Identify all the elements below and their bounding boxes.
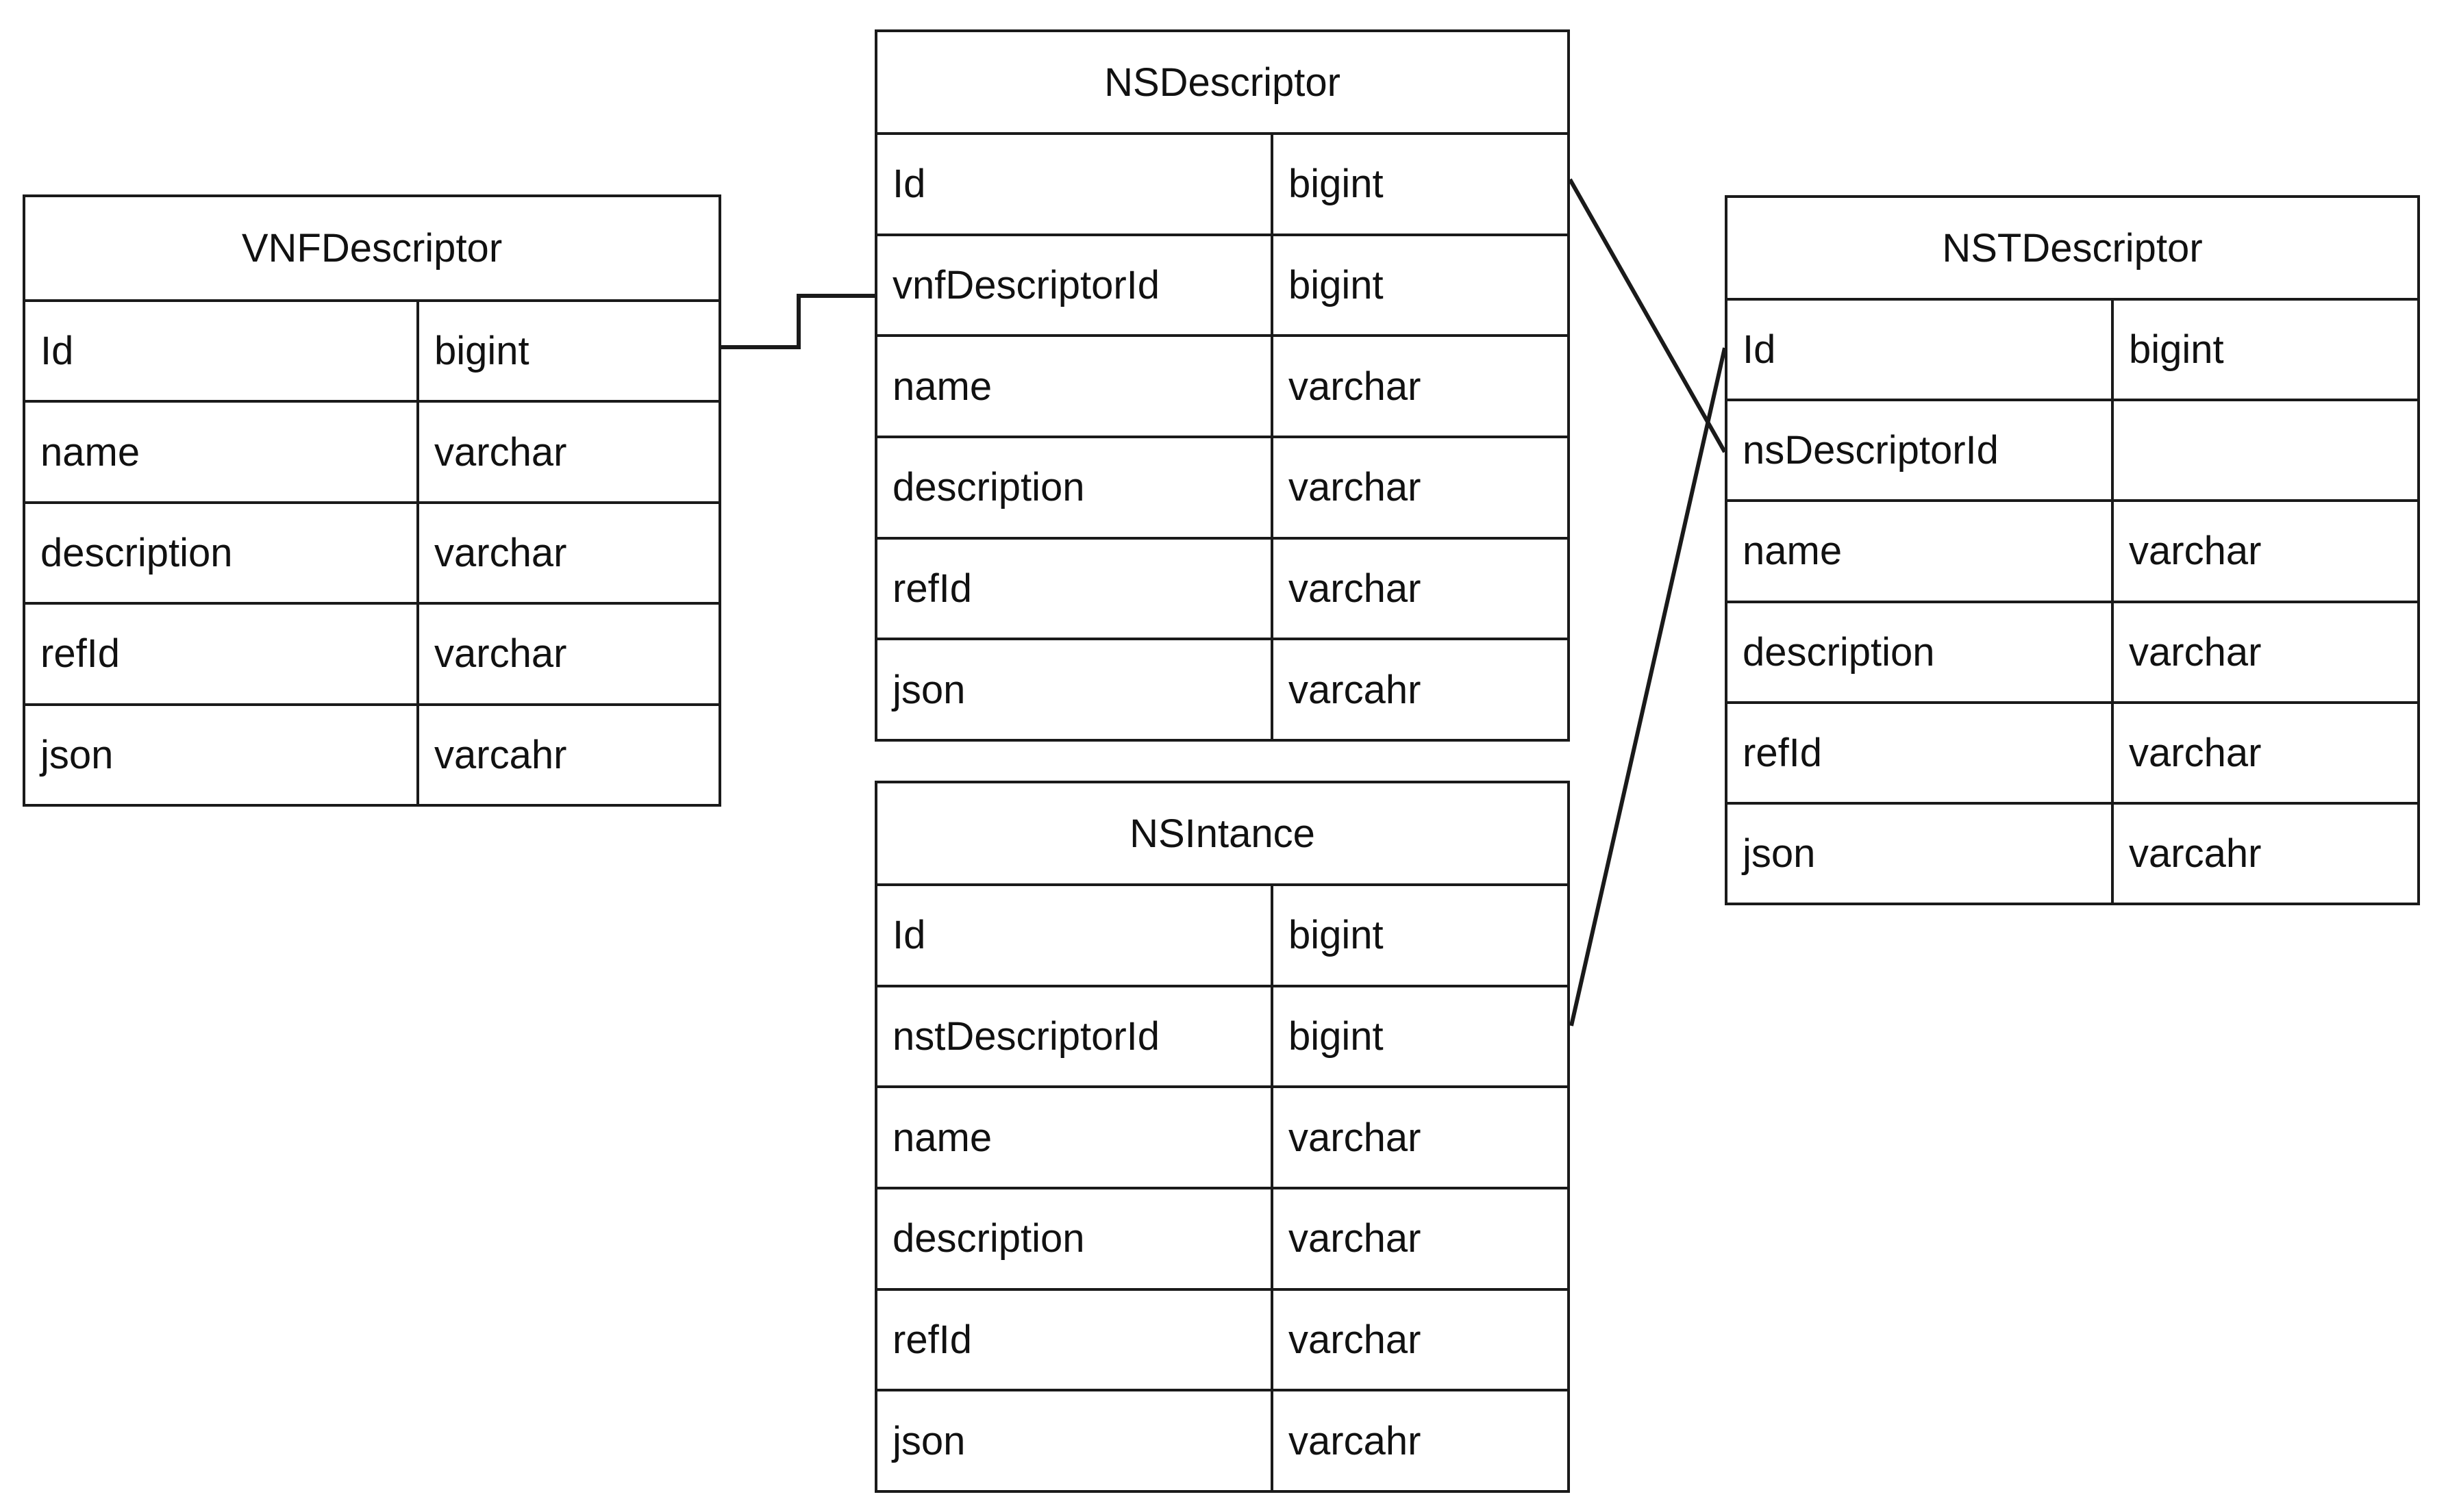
field-name-cell: name <box>1727 502 2114 601</box>
field-type-cell: varchar <box>2129 529 2262 574</box>
field-name-cell: refId <box>877 1290 1273 1389</box>
field-type-cell: varcahr <box>1288 667 1421 712</box>
field-name-cell: description <box>877 438 1273 537</box>
entity-title-ns-intance: NSIntance <box>877 783 1567 886</box>
table-row[interactable]: description varchar <box>877 438 1567 540</box>
field-name-cell: refId <box>25 605 419 703</box>
connector-vnf-to-nsdescriptor <box>721 294 875 349</box>
field-type-cell: varchar <box>434 429 567 475</box>
field-type-cell: varcahr <box>2129 831 2262 876</box>
table-row[interactable]: name varchar <box>877 337 1567 439</box>
table-row[interactable]: refId varchar <box>25 605 719 706</box>
field-type-cell: bigint <box>1288 162 1384 207</box>
field-type-cell: varchar <box>1288 1318 1421 1363</box>
table-row[interactable]: description varchar <box>877 1189 1567 1291</box>
table-row[interactable]: name varchar <box>877 1088 1567 1190</box>
field-name-cell: nsDescriptorId <box>1727 401 2114 500</box>
table-row[interactable]: vnfDescriptorId bigint <box>877 236 1567 338</box>
field-name-cell: Id <box>1727 301 2114 399</box>
field-type-cell: varchar <box>1288 465 1421 510</box>
entity-title-vnf-descriptor: VNFDescriptor <box>25 197 719 302</box>
table-row[interactable]: nstDescriptorId bigint <box>877 987 1567 1089</box>
entity-rows-ns-intance: Id bigint nstDescriptorId bigint name varchar… <box>877 886 1567 1491</box>
entity-title-nst-descriptor: NSTDescriptor <box>1727 198 2417 301</box>
field-type-cell: varchar <box>2129 730 2262 775</box>
field-type-cell: bigint <box>2129 327 2224 373</box>
field-name-cell: description <box>877 1189 1273 1288</box>
table-row[interactable]: json varcahr <box>25 705 719 805</box>
table-row[interactable]: json varcahr <box>1727 804 2417 903</box>
entity-title-ns-descriptor: NSDescriptor <box>877 32 1567 135</box>
field-type-cell: bigint <box>1288 1014 1384 1059</box>
field-type-cell: varchar <box>1288 364 1421 409</box>
field-name-cell: Id <box>877 135 1273 234</box>
field-name-cell: json <box>877 1391 1273 1491</box>
table-row[interactable]: name varchar <box>25 403 719 504</box>
table-row[interactable]: refId varchar <box>1727 703 2417 805</box>
table-row[interactable]: json varcahr <box>877 1391 1567 1491</box>
field-type-cell: varcahr <box>434 732 567 777</box>
field-name-cell: name <box>25 403 419 501</box>
field-name-cell: vnfDescriptorId <box>877 236 1273 335</box>
field-type-cell: varchar <box>1288 1115 1421 1160</box>
field-type-cell: varchar <box>1288 1216 1421 1261</box>
field-type-cell <box>2114 401 2417 499</box>
table-row[interactable]: nsDescriptorId <box>1727 401 2417 503</box>
field-type-cell: bigint <box>434 329 529 374</box>
table-row[interactable]: Id bigint <box>1727 301 2417 402</box>
connector-nsintance-to-nstdescriptor <box>1569 347 1727 1026</box>
field-type-cell: varcahr <box>1288 1418 1421 1463</box>
table-row[interactable]: Id bigint <box>877 135 1567 236</box>
table-row[interactable]: json varcahr <box>877 640 1567 740</box>
field-name-cell: json <box>1727 804 2114 903</box>
table-row[interactable]: name varchar <box>1727 502 2417 603</box>
table-row[interactable]: Id bigint <box>25 302 719 403</box>
entity-rows-ns-descriptor: Id bigint vnfDescriptorId bigint name varchar… <box>877 135 1567 740</box>
field-type-cell: varchar <box>434 531 567 576</box>
table-row[interactable]: refId varchar <box>877 539 1567 641</box>
field-name-cell: refId <box>877 539 1273 638</box>
field-name-cell: nstDescriptorId <box>877 987 1273 1086</box>
field-name-cell: description <box>1727 603 2114 701</box>
table-row[interactable]: refId varchar <box>877 1290 1567 1392</box>
field-type-cell: bigint <box>1288 913 1384 958</box>
field-type-cell: varchar <box>1288 566 1421 612</box>
field-name-cell: refId <box>1727 703 2114 802</box>
table-row[interactable]: Id bigint <box>877 886 1567 987</box>
table-row[interactable]: description varchar <box>25 503 719 605</box>
field-type-cell: bigint <box>1288 263 1384 307</box>
field-name-cell: Id <box>25 302 419 401</box>
table-row[interactable]: description varchar <box>1727 603 2417 704</box>
field-name-cell: name <box>877 337 1273 436</box>
field-name-cell: json <box>877 640 1273 740</box>
field-name-cell: json <box>25 705 419 805</box>
field-name-cell: Id <box>877 886 1273 985</box>
field-type-cell: varchar <box>434 631 567 677</box>
field-name-cell: name <box>877 1088 1273 1187</box>
connector-nsdescriptor-to-nstdescriptor <box>1568 178 1727 453</box>
field-type-cell: varchar <box>2129 629 2262 675</box>
field-name-cell: description <box>25 503 419 603</box>
